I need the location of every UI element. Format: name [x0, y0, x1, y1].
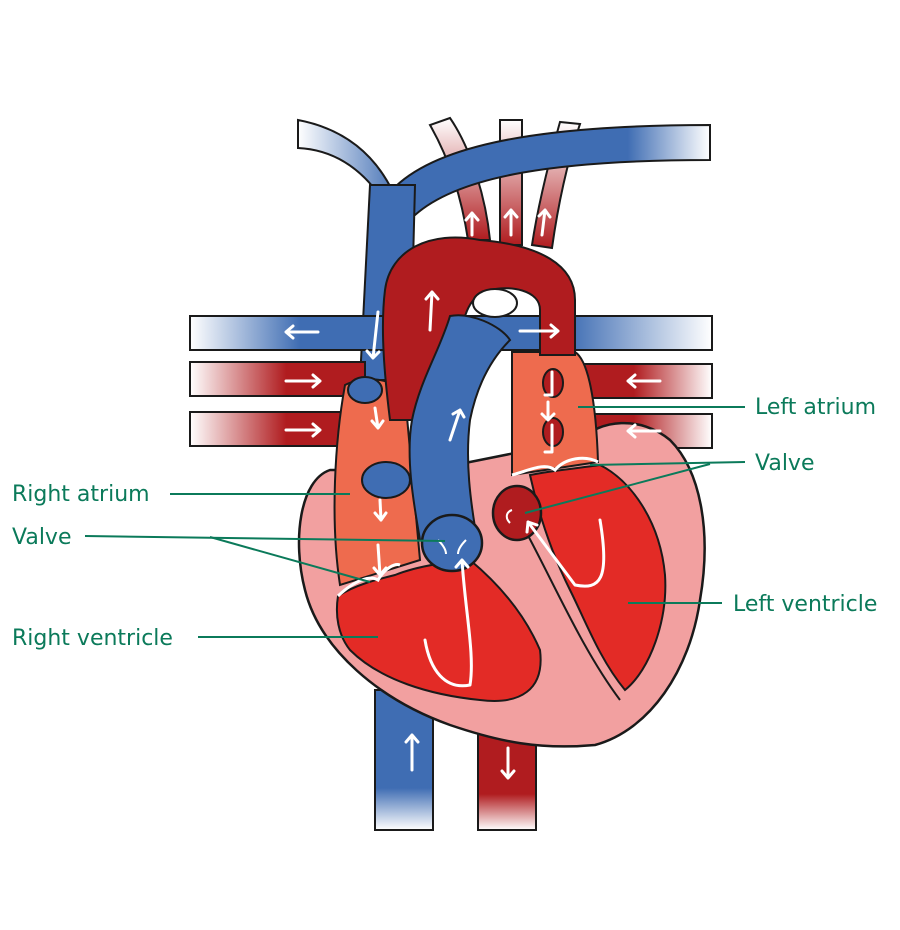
arrow-la-1	[543, 370, 554, 397]
pulmonary-vein-left-lower	[189, 411, 366, 447]
aortic-leaflet	[505, 509, 513, 524]
arrow-lung-right-upper	[626, 373, 662, 389]
label-valve-right: Valve	[755, 451, 815, 476]
label-valve-left: Valve	[12, 525, 72, 550]
leader-valve-right-a	[589, 461, 746, 466]
arrow-ra-3	[372, 543, 388, 577]
arrow-lung-left-lower	[284, 422, 322, 438]
arrow-trunk-up	[448, 408, 466, 442]
arrow-ra-1	[370, 406, 385, 430]
pulmonary-vessels	[189, 315, 713, 449]
svc-opening	[347, 376, 383, 404]
leader-valve-right-b	[524, 463, 711, 514]
arrow-la-2	[540, 400, 556, 422]
mitral-valve	[511, 456, 599, 477]
flow-arrows	[284, 208, 662, 780]
arrow-lung-left-upper	[284, 373, 322, 389]
label-right-atrium: Right atrium	[12, 482, 150, 507]
arrow-la-3	[543, 423, 554, 454]
leader-lines	[84, 406, 746, 638]
aortic-arch-gap	[472, 288, 518, 318]
ivc-opening	[361, 461, 411, 499]
pulmonary-valve	[420, 513, 484, 573]
label-right-ventricle: Right ventricle	[12, 626, 173, 651]
arrow-aorta-up	[424, 290, 440, 332]
label-left-ventricle: Left ventricle	[733, 592, 877, 617]
pulmonary-leaflet-right	[457, 539, 467, 555]
arrow-pulm-left	[284, 324, 320, 340]
leader-valve-left-b	[209, 536, 371, 583]
pulmonary-trunk	[408, 314, 512, 547]
arrow-lung-right-lower	[626, 423, 662, 439]
arrow-aorta-down	[500, 746, 516, 780]
head-vessels	[297, 116, 711, 250]
arrow-lv-loop	[525, 518, 606, 588]
arrow-head-left	[464, 211, 480, 237]
arrow-ra-2	[373, 498, 388, 522]
tricuspid-valve	[336, 563, 401, 598]
arrow-head-right	[537, 208, 552, 237]
arrow-ivc	[404, 733, 420, 772]
right-ventricle-chamber	[335, 558, 542, 702]
arrow-svc	[365, 310, 381, 360]
arrow-head-mid	[503, 208, 519, 237]
labels: Left atrium Valve Right atrium Valve Lef…	[12, 395, 877, 651]
arrow-rv-loop	[423, 558, 473, 688]
label-left-atrium: Left atrium	[755, 395, 876, 420]
arrow-pulm-right	[518, 323, 560, 339]
pulmonary-vein-left-upper	[189, 361, 366, 397]
leader-valve-left-a	[84, 535, 446, 542]
